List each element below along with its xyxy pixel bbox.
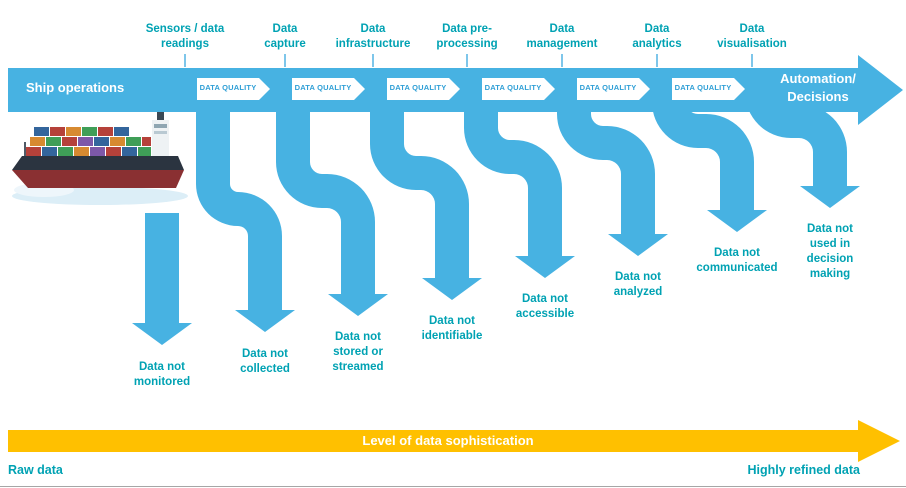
drop-arrow-4	[370, 70, 482, 300]
data-quality-arrow-5	[577, 78, 650, 100]
failure-label-accessible: Data not accessible	[515, 293, 575, 320]
data-quality-arrow-2	[292, 78, 365, 100]
failure-label-collected: Data not collected	[240, 348, 290, 375]
stage-label-management: Data management	[526, 23, 598, 50]
data-quality-label-6: DATA QUALITY	[674, 83, 732, 92]
drop-arrow-6	[557, 70, 668, 256]
stage-tick-6	[656, 54, 658, 67]
stage-tick-3	[372, 54, 374, 67]
stage-tick-4	[466, 54, 468, 67]
automation-decisions-label: Automation/ Decisions	[780, 71, 856, 104]
stage-tick-1	[184, 54, 186, 67]
refined-data-label: Highly refined data	[747, 463, 860, 477]
sophistication-arrow	[8, 420, 900, 462]
failure-label-analyzed: Data not analyzed	[613, 271, 663, 298]
data-quality-label-3: DATA QUALITY	[389, 83, 447, 92]
ship-operations-label: Ship operations	[26, 80, 125, 95]
bottom-divider	[0, 486, 906, 487]
data-quality-arrow-6	[672, 78, 745, 100]
data-quality-arrow-3	[387, 78, 460, 100]
stage-label-preprocessing: Data pre- processing	[436, 23, 498, 50]
data-quality-label-5: DATA QUALITY	[579, 83, 637, 92]
drop-arrow-3	[276, 70, 388, 316]
stage-tick-7	[751, 54, 753, 67]
drop-arrow-5	[464, 70, 575, 278]
stage-label-capture: Data capture	[264, 23, 306, 50]
drop-arrow-2	[196, 70, 295, 332]
sophistication-axis-label: Level of data sophistication	[362, 433, 534, 448]
failure-label-decision: Data not used in decision making	[806, 223, 854, 280]
stage-tick-2	[284, 54, 286, 67]
stage-label-analytics: Data analytics	[632, 23, 682, 50]
data-quality-label-2: DATA QUALITY	[294, 83, 352, 92]
failure-label-communicated: Data not communicated	[696, 247, 778, 274]
data-quality-label-4: DATA QUALITY	[484, 83, 542, 92]
raw-data-label: Raw data	[8, 463, 63, 477]
failure-label-identifiable: Data not identifiable	[421, 315, 483, 342]
failure-label-monitored: Data not monitored	[133, 361, 191, 388]
band-arrowhead	[858, 55, 903, 125]
stage-label-visualisation: Data visualisation	[717, 23, 787, 50]
failure-label-stored: Data not stored or streamed	[332, 331, 384, 373]
data-quality-arrow-1	[197, 78, 270, 100]
data-quality-label-1: DATA QUALITY	[199, 83, 257, 92]
data-quality-arrow-4	[482, 78, 555, 100]
stage-label-sensors: Sensors / data readings	[145, 23, 225, 50]
stage-label-infrastructure: Data infrastructure	[335, 23, 411, 50]
stage-tick-5	[561, 54, 563, 67]
ship-photo	[6, 112, 192, 213]
